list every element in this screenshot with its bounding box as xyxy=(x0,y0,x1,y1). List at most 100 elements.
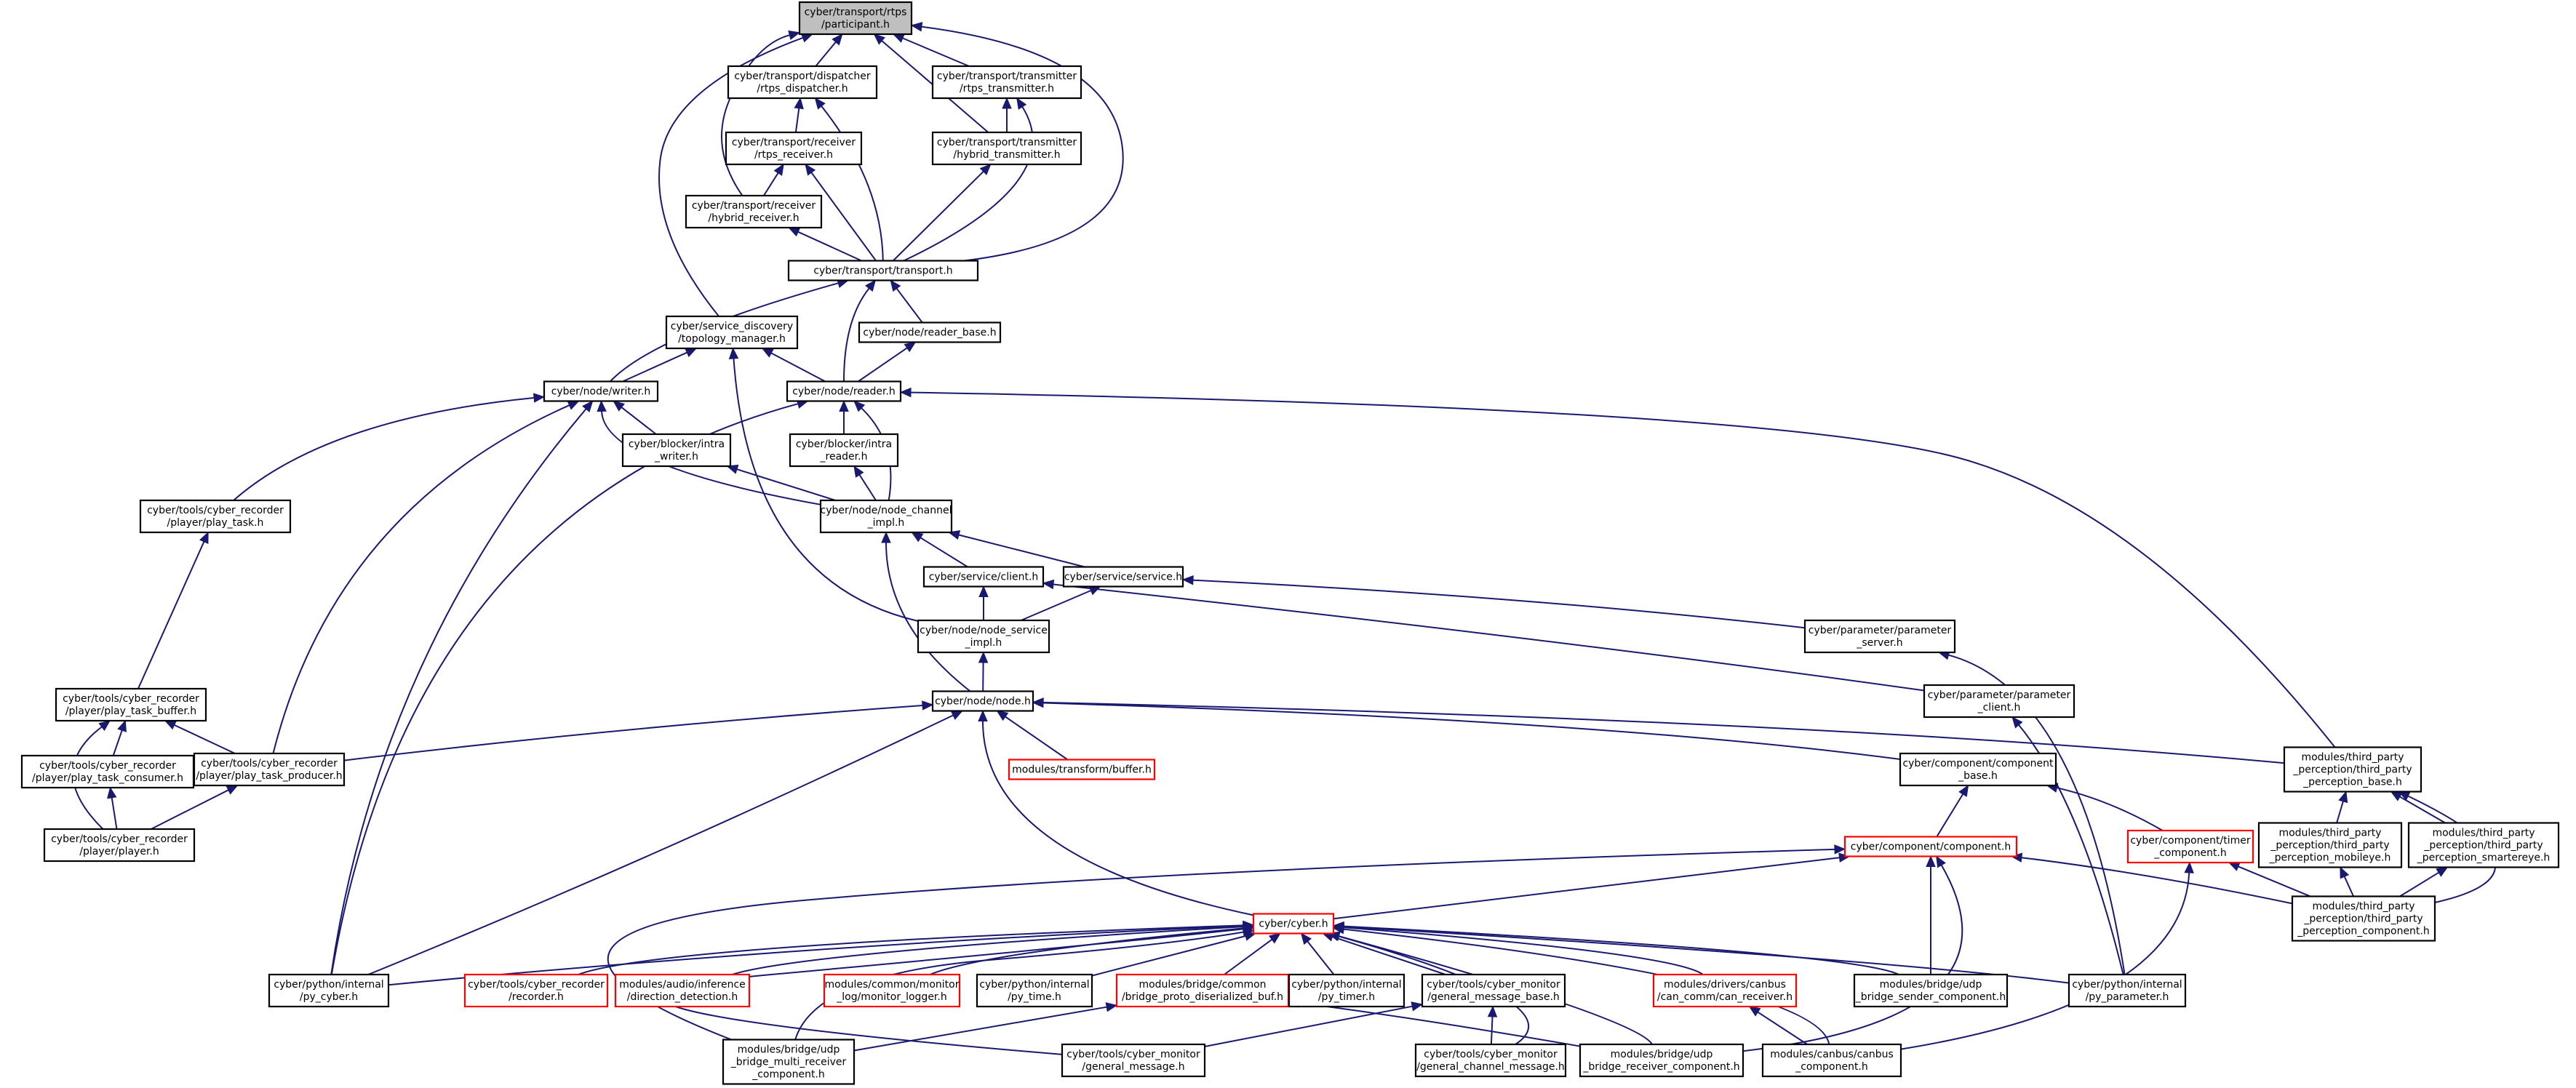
node-general-channel-message[interactable]: cyber/tools/cyber_monitor/general_channe… xyxy=(1414,1043,1567,1078)
node-label-line: cyber/transport/dispatcher xyxy=(734,71,871,82)
node-play-task-consumer[interactable]: cyber/tools/cyber_recorder/player/play_t… xyxy=(20,754,195,789)
edge-line xyxy=(367,714,954,975)
arrowhead-icon xyxy=(98,720,111,732)
node-label-line: _perception_component.h xyxy=(2297,926,2430,937)
node-reader[interactable]: cyber/node/reader.h xyxy=(786,380,902,402)
edge-client-to-node_channel_impl xyxy=(911,532,968,568)
edge-writer-to-topology_manager xyxy=(622,348,698,383)
edge-node_service_impl-to-topology_manager xyxy=(728,347,919,622)
node-rtps-dispatcher[interactable]: cyber/transport/dispatcher/rtps_dispatch… xyxy=(727,65,878,100)
node-tpp-mobileye[interactable]: modules/third_party_perception/third_par… xyxy=(2257,822,2403,868)
arrowhead-icon xyxy=(1300,932,1312,945)
node-client[interactable]: cyber/service/client.h xyxy=(922,566,1045,588)
node-hybrid-transmitter[interactable]: cyber/transport/transmitter/hybrid_trans… xyxy=(931,131,1082,166)
node-label-line: _bridge_sender_component.h xyxy=(1855,991,2006,1003)
node-intra-writer[interactable]: cyber/blocker/intra_writer.h xyxy=(621,433,732,468)
node-label-line: cyber/tools/cyber_monitor xyxy=(1066,1049,1200,1060)
arrowhead-icon xyxy=(1936,855,1946,868)
node-parameter-server[interactable]: cyber/parameter/parameter_server.h xyxy=(1803,619,1956,654)
node-canbus-component[interactable]: modules/canbus/canbus_component.h xyxy=(1761,1043,1902,1078)
node-play-task-producer[interactable]: cyber/tools/cyber_recorder/player/play_t… xyxy=(193,752,346,787)
node-transform-buffer[interactable]: modules/transform/buffer.h xyxy=(1008,759,1156,780)
node-component[interactable]: cyber/component/component.h xyxy=(1843,836,2018,857)
node-bridge-proto[interactable]: modules/bridge/common/bridge_proto_diser… xyxy=(1115,973,1290,1008)
node-reader-base[interactable]: cyber/node/reader_base.h xyxy=(858,321,1002,343)
node-node-channel-impl[interactable]: cyber/node/node_channel_impl.h xyxy=(819,499,953,534)
node-label-line: cyber/python/internal xyxy=(2072,979,2182,991)
node-label-line: /general_channel_message.h xyxy=(1416,1061,1565,1073)
node-label-line: cyber/node/node_service xyxy=(920,625,1048,636)
node-can-receiver[interactable]: modules/drivers/canbus/can_comm/can_rece… xyxy=(1652,973,1798,1008)
edge-line xyxy=(622,351,687,383)
arrowhead-icon xyxy=(164,720,177,730)
node-py-parameter[interactable]: cyber/python/internal/py_parameter.h xyxy=(2067,973,2187,1008)
node-recorder[interactable]: cyber/tools/cyber_recorder/recorder.h xyxy=(463,973,609,1008)
node-udp-sender[interactable]: modules/bridge/udp_bridge_sender_compone… xyxy=(1853,973,2009,1008)
node-py-cyber[interactable]: cyber/python/internal/py_cyber.h xyxy=(268,973,390,1008)
node-writer[interactable]: cyber/node/writer.h xyxy=(543,380,659,402)
edge-line xyxy=(843,287,870,382)
edge-play_task_consumer-to-play_task_buffer xyxy=(112,719,127,756)
node-node[interactable]: cyber/node/node.h xyxy=(931,690,1034,712)
arrowhead-icon xyxy=(978,585,989,597)
node-general-message-base[interactable]: cyber/tools/cyber_monitor/general_messag… xyxy=(1421,973,1566,1008)
node-udp-receiver[interactable]: modules/bridge/udp_bridge_receiver_compo… xyxy=(1579,1043,1744,1078)
edge-line xyxy=(892,171,984,262)
arrowhead-icon xyxy=(1042,579,1055,590)
node-tpp-component[interactable]: modules/third_party_perception/third_par… xyxy=(2291,895,2436,942)
node-timer-component[interactable]: cyber/component/timer_component.h xyxy=(2126,829,2254,864)
node-label-line: _perception/third_party xyxy=(2292,764,2412,776)
node-intra-reader[interactable]: cyber/blocker/intra_reader.h xyxy=(789,433,899,468)
edge-service-to-node_channel_impl xyxy=(948,529,1085,568)
node-cyber-h[interactable]: cyber/cyber.h xyxy=(1252,913,1335,935)
node-label-line: /rtps_receiver.h xyxy=(754,149,833,161)
arrowhead-icon xyxy=(1242,924,1255,935)
node-box xyxy=(193,752,346,787)
node-py-timer[interactable]: cyber/python/internal/py_timer.h xyxy=(1288,973,1405,1008)
arrowhead-icon xyxy=(794,97,804,110)
node-py-time[interactable]: cyber/python/internal/py_time.h xyxy=(976,973,1093,1008)
node-transport[interactable]: cyber/transport/transport.h xyxy=(787,260,979,281)
edge-reader-to-topology_manager xyxy=(761,348,826,383)
node-topology-manager[interactable]: cyber/service_discovery/topology_manager… xyxy=(665,315,799,350)
edge-line xyxy=(1936,793,1964,838)
node-box xyxy=(543,380,659,402)
node-monitor-logger[interactable]: modules/common/monitor_log/monitor_logge… xyxy=(823,973,961,1008)
node-label-line: cyber/transport/receiver xyxy=(692,200,816,212)
edge-line xyxy=(1900,872,2190,1050)
node-parameter-client[interactable]: cyber/parameter/parameter_client.h xyxy=(1923,684,2075,719)
node-label-line: /topology_manager.h xyxy=(678,333,786,345)
edge-line xyxy=(910,391,2336,748)
node-node-service-impl[interactable]: cyber/node/node_service_impl.h xyxy=(917,619,1050,654)
node-tpp-smartereye[interactable]: modules/third_party_perception/third_par… xyxy=(2407,822,2560,868)
node-label-line: cyber/tools/cyber_recorder xyxy=(51,833,188,845)
node-box xyxy=(798,1,913,36)
edge-cyber_h-to-node xyxy=(978,710,1254,916)
node-label-line: modules/bridge/common xyxy=(1139,979,1266,991)
edge-transform_buffer-to-node xyxy=(996,710,1069,761)
edge-play_task_producer-to-writer xyxy=(272,400,580,754)
edge-rtps_dispatcher-to-participant xyxy=(815,33,843,67)
node-play-task[interactable]: cyber/tools/cyber_recorder/player/play_t… xyxy=(139,499,292,534)
node-hybrid-receiver[interactable]: cyber/transport/receiver/hybrid_receiver… xyxy=(685,194,823,229)
arrowhead-icon xyxy=(533,393,546,403)
node-box xyxy=(2283,746,2423,793)
edge-line xyxy=(853,1006,1107,1052)
node-player[interactable]: cyber/tools/cyber_recorder/player/player… xyxy=(43,828,196,863)
node-box xyxy=(463,973,609,1008)
node-rtps-transmitter[interactable]: cyber/transport/transmitter/rtps_transmi… xyxy=(931,65,1082,100)
node-udp-multi-receiver[interactable]: modules/bridge/udp_bridge_multi_receiver… xyxy=(722,1039,856,1085)
node-direction-detection[interactable]: modules/audio/inference/direction_detect… xyxy=(614,973,751,1008)
node-label-line: /py_parameter.h xyxy=(2086,991,2169,1003)
node-general-message[interactable]: cyber/tools/cyber_monitor/general_messag… xyxy=(1061,1043,1206,1078)
node-service[interactable]: cyber/service/service.h xyxy=(1062,566,1184,588)
node-component-base[interactable]: cyber/component/component_base.h xyxy=(1899,752,2057,787)
arrowhead-icon xyxy=(773,163,784,176)
node-tpp-base[interactable]: modules/third_party_perception/third_par… xyxy=(2283,746,2423,793)
node-rtps-receiver[interactable]: cyber/transport/receiver/rtps_receiver.h xyxy=(725,131,863,166)
arrowhead-icon xyxy=(853,400,866,412)
node-label-line: cyber/tools/cyber_recorder xyxy=(147,505,284,516)
node-label-line: cyber/tools/cyber_recorder xyxy=(201,758,338,769)
node-play-task-buffer[interactable]: cyber/tools/cyber_recorder/player/play_t… xyxy=(55,687,207,722)
